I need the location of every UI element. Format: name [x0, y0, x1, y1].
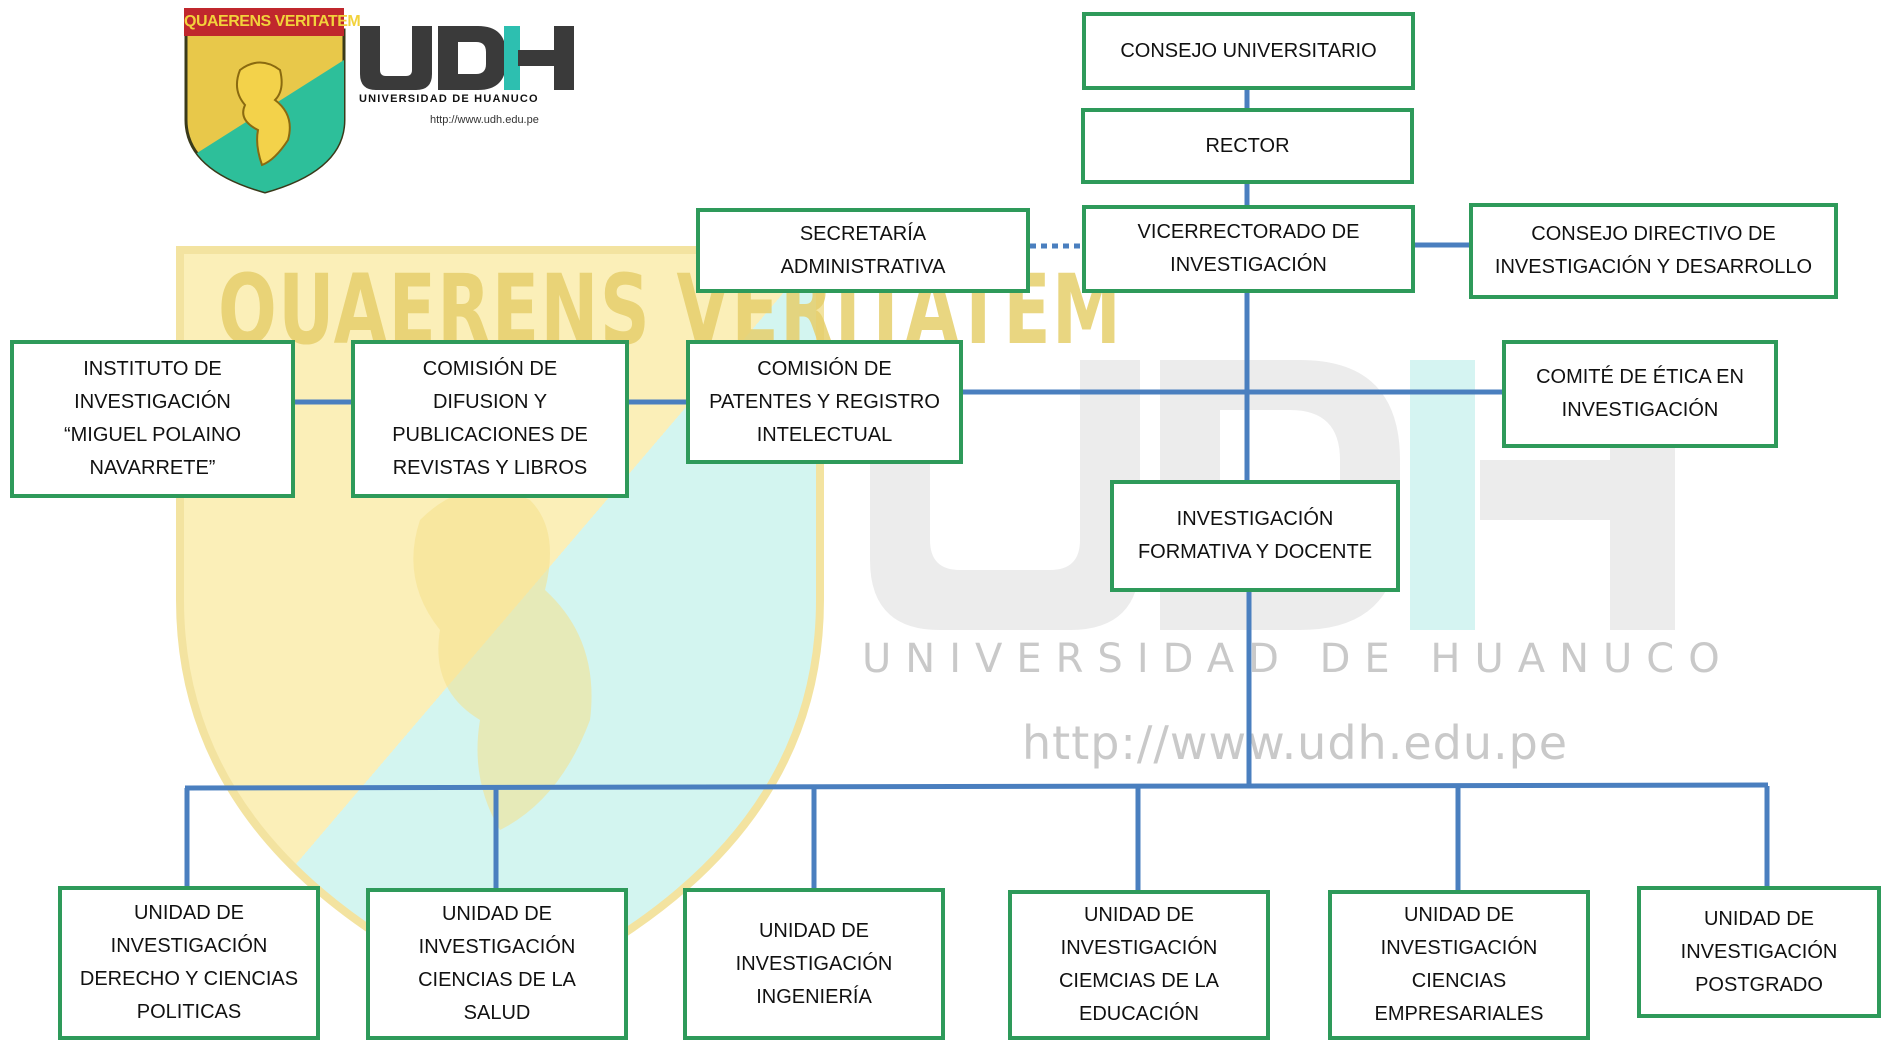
node-unidad-educacion: UNIDAD DE INVESTIGACIÓN CIEMCIAS DE LA E…: [1008, 890, 1270, 1040]
node-label: CONSEJO DIRECTIVO DE INVESTIGACIÓN Y DES…: [1494, 223, 1813, 278]
node-label: UNIDAD DE INVESTIGACIÓN INGENIERÍA: [735, 919, 893, 1008]
node-label: INVESTIGACIÓN FORMATIVA Y DOCENTE: [1137, 508, 1373, 563]
node-label: UNIDAD DE INVESTIGACIÓN DERECHO Y CIENCI…: [79, 902, 299, 1023]
node-label: CONSEJO UNIVERSITARIO: [1120, 39, 1377, 62]
node-label: COMISIÓN DE DIFUSION Y PUBLICACIONES DE …: [392, 358, 588, 479]
node-consejo-universitario: CONSEJO UNIVERSITARIO: [1082, 12, 1415, 90]
node-unidad-salud: UNIDAD DE INVESTIGACIÓN CIENCIAS DE LA S…: [366, 888, 628, 1040]
connector-unidades-bus: [184, 782, 1769, 791]
watermark-subtitle: UNIVERSIDAD DE HUANUCO: [862, 636, 1734, 682]
node-unidad-postgrado: UNIDAD DE INVESTIGACIÓN POSTGRADO: [1637, 886, 1881, 1018]
node-label: COMITÉ DE ÉTICA EN INVESTIGACIÓN: [1536, 366, 1744, 421]
node-label: VICERRECTORADO DE INVESTIGACIÓN: [1137, 221, 1360, 276]
shield-motto: QUAERENS VERITATEM: [184, 8, 361, 36]
node-consejo-directivo: CONSEJO DIRECTIVO DE INVESTIGACIÓN Y DES…: [1469, 203, 1838, 299]
udh-logo-icon: [360, 26, 574, 90]
node-unidad-empresariales: UNIDAD DE INVESTIGACIÓN CIENCIAS EMPRESA…: [1328, 890, 1590, 1040]
node-label: UNIDAD DE INVESTIGACIÓN CIEMCIAS DE LA E…: [1058, 904, 1220, 1025]
logo-url: http://www.udh.edu.pe: [430, 114, 539, 126]
node-label: UNIDAD DE INVESTIGACIÓN CIENCIAS EMPRESA…: [1374, 904, 1544, 1025]
node-rector: RECTOR: [1081, 108, 1414, 184]
logo-subtitle: UNIVERSIDAD DE HUANUCO: [359, 93, 539, 105]
node-comite-etica: COMITÉ DE ÉTICA EN INVESTIGACIÓN: [1502, 340, 1778, 448]
watermark-url: http://www.udh.edu.pe: [1022, 716, 1569, 770]
node-comision-difusion: COMISIÓN DE DIFUSION Y PUBLICACIONES DE …: [351, 340, 629, 498]
shield-logo-icon: [184, 28, 346, 194]
node-instituto-investigacion: INSTITUTO DE INVESTIGACIÓN “MIGUEL POLAI…: [10, 340, 295, 498]
node-label: RECTOR: [1205, 134, 1290, 157]
node-unidad-derecho: UNIDAD DE INVESTIGACIÓN DERECHO Y CIENCI…: [58, 886, 320, 1040]
node-investigacion-formativa: INVESTIGACIÓN FORMATIVA Y DOCENTE: [1110, 480, 1400, 592]
node-label: SECRETARÍA ADMINISTRATIVA: [780, 222, 946, 278]
node-label: INSTITUTO DE INVESTIGACIÓN “MIGUEL POLAI…: [63, 358, 242, 479]
node-label: COMISIÓN DE PATENTES Y REGISTRO INTELECT…: [709, 357, 940, 446]
node-label: UNIDAD DE INVESTIGACIÓN POSTGRADO: [1680, 907, 1838, 996]
node-vicerrectorado-investigacion: VICERRECTORADO DE INVESTIGACIÓN: [1082, 205, 1415, 293]
node-comision-patentes: COMISIÓN DE PATENTES Y REGISTRO INTELECT…: [686, 340, 963, 464]
node-unidad-ingenieria: UNIDAD DE INVESTIGACIÓN INGENIERÍA: [683, 888, 945, 1040]
node-label: UNIDAD DE INVESTIGACIÓN CIENCIAS DE LA S…: [418, 903, 576, 1024]
node-secretaria-administrativa: SECRETARÍA ADMINISTRATIVA: [696, 208, 1030, 293]
